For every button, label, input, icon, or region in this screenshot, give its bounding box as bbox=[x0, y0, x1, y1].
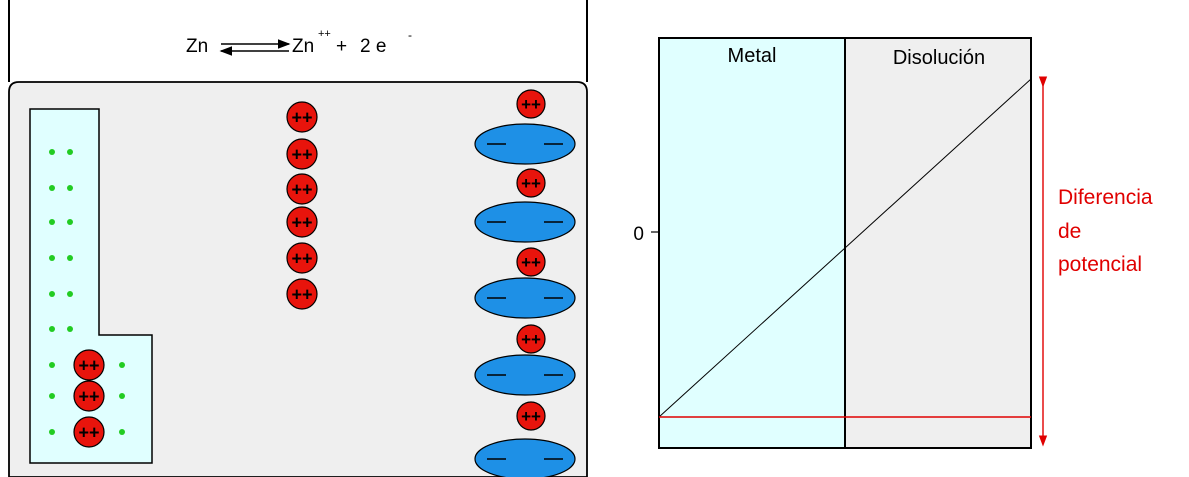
potential-label-line-3: potencial bbox=[1058, 253, 1142, 276]
anion bbox=[474, 354, 576, 396]
electron-dot bbox=[119, 429, 125, 435]
cation-charge: ++ bbox=[78, 422, 99, 442]
electron-dot bbox=[49, 149, 55, 155]
cation-charge: ++ bbox=[521, 330, 541, 349]
equation-electron-charge: - bbox=[408, 28, 412, 42]
metal-region bbox=[659, 38, 845, 448]
electron-dot bbox=[49, 326, 55, 332]
potential-label-line-2: de bbox=[1058, 220, 1081, 243]
zinc-cation: ++ bbox=[286, 173, 318, 205]
equation-plus: + bbox=[336, 36, 347, 57]
electron-dot bbox=[49, 429, 55, 435]
reaction-equation: Zn Zn ++ + 2 e - bbox=[186, 28, 412, 57]
zinc-cation: ++ bbox=[286, 138, 318, 170]
electron-dot bbox=[49, 255, 55, 261]
zinc-cation: ++ bbox=[286, 242, 318, 274]
electron-dot bbox=[67, 291, 73, 297]
electron-dot bbox=[67, 326, 73, 332]
equation-product: Zn bbox=[292, 36, 314, 57]
electron-dot bbox=[67, 255, 73, 261]
cell-diagram: Zn Zn ++ + 2 e - +++++++++++++++++++++++… bbox=[8, 0, 588, 477]
zinc-cation: ++ bbox=[516, 168, 546, 198]
zinc-cation: ++ bbox=[516, 401, 546, 431]
cation-charge: ++ bbox=[291, 144, 312, 164]
cation-charge: ++ bbox=[521, 253, 541, 272]
electron-dot bbox=[119, 393, 125, 399]
zinc-cation: ++ bbox=[73, 349, 105, 381]
electron-dot bbox=[49, 219, 55, 225]
zinc-cation: ++ bbox=[516, 247, 546, 277]
zinc-cation: ++ bbox=[73, 416, 105, 448]
zinc-cation: ++ bbox=[73, 380, 105, 412]
electron-dot bbox=[119, 362, 125, 368]
zero-tick-label: 0 bbox=[633, 224, 644, 245]
solution-label: Disolución bbox=[893, 47, 985, 69]
potential-label-line-1: Diferencia bbox=[1058, 186, 1153, 209]
anion bbox=[474, 123, 576, 165]
anion bbox=[474, 438, 576, 477]
equation-reactant: Zn bbox=[186, 36, 208, 57]
electron-dot bbox=[49, 185, 55, 191]
anion bbox=[474, 277, 576, 319]
zinc-cation: ++ bbox=[286, 101, 318, 133]
anion-group bbox=[474, 123, 576, 477]
electron-dot bbox=[67, 185, 73, 191]
zinc-cation: ++ bbox=[286, 206, 318, 238]
electron-group bbox=[49, 149, 125, 435]
cation-group: ++ ++ ++ ++ ++ ++ ++ ++ ++ ++ ++ ++ ++ ++ bbox=[73, 89, 546, 448]
cation-charge: ++ bbox=[291, 107, 312, 127]
cation-charge: ++ bbox=[291, 212, 312, 232]
cation-charge: ++ bbox=[291, 248, 312, 268]
zinc-cation: ++ bbox=[286, 278, 318, 310]
potential-chart: Metal Disolución 0 Diferencia de potenci… bbox=[633, 37, 1153, 449]
potential-line bbox=[658, 78, 1032, 418]
electron-dot bbox=[49, 362, 55, 368]
electron-dot bbox=[49, 393, 55, 399]
potential-difference-label: Diferencia de potencial bbox=[1058, 186, 1153, 276]
metal-label: Metal bbox=[728, 45, 777, 67]
electron-dot bbox=[49, 291, 55, 297]
cation-charge: ++ bbox=[78, 386, 99, 406]
cation-charge: ++ bbox=[521, 174, 541, 193]
equation-electrons: 2 e bbox=[360, 36, 386, 57]
cation-charge: ++ bbox=[521, 95, 541, 114]
anion bbox=[474, 201, 576, 243]
cation-charge: ++ bbox=[521, 407, 541, 426]
equation-product-charge: ++ bbox=[318, 28, 331, 40]
cation-charge: ++ bbox=[291, 284, 312, 304]
solution-region bbox=[845, 38, 1031, 448]
cation-charge: ++ bbox=[78, 355, 99, 375]
cation-charge: ++ bbox=[291, 179, 312, 199]
metal-electrode bbox=[29, 108, 153, 464]
electron-dot bbox=[67, 149, 73, 155]
electron-dot bbox=[67, 219, 73, 225]
zinc-cation: ++ bbox=[516, 324, 546, 354]
zinc-cation: ++ bbox=[516, 89, 546, 119]
